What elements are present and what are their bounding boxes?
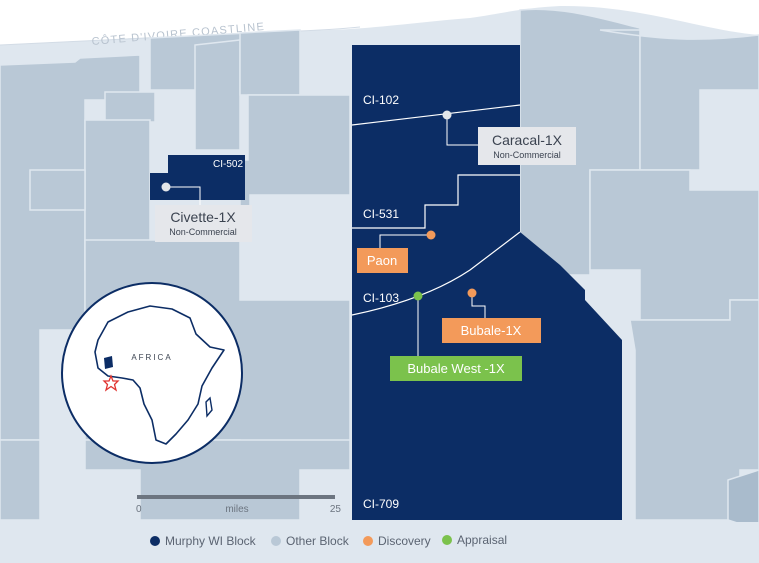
madagascar: [205, 396, 213, 418]
other-block: [599, 29, 759, 171]
scale-start: 0: [136, 504, 142, 515]
other-block: [194, 39, 241, 151]
location-star-icon: [102, 374, 120, 392]
legend-label: Murphy WI Block: [165, 534, 257, 548]
well-name-caracal: Caracal-1X: [492, 132, 563, 148]
legend: Murphy WI Block Other Block Discovery Ap…: [0, 522, 759, 558]
well-tag-box: [357, 248, 408, 273]
other-block: [29, 169, 86, 211]
legend-label: Appraisal: [457, 533, 507, 547]
well-name-civette: Civette-1X: [170, 209, 236, 225]
boundary-ci531: [352, 174, 520, 229]
leader-line: [379, 234, 431, 248]
africa-continent: [94, 305, 225, 445]
block-label-ci103: CI-103: [363, 291, 399, 305]
legend-swatch: [363, 536, 373, 546]
other-block: [727, 469, 759, 531]
scale-end: 25: [330, 504, 342, 515]
africa-inset: AFRICA: [61, 282, 243, 464]
block-label-ci502: CI-502: [213, 159, 243, 170]
legend-label: Discovery: [378, 534, 431, 548]
legend-swatch: [271, 536, 281, 546]
legend-label: Other Block: [286, 534, 350, 548]
other-block: [0, 439, 41, 521]
legend-item-other: Other Block: [271, 534, 350, 548]
legend-item-discovery: Discovery: [363, 534, 431, 548]
appraisal-marker: [413, 291, 423, 301]
block-label-ci102: CI-102: [363, 93, 399, 107]
well-civette[interactable]: Civette-1X Non-Commercial: [155, 182, 252, 243]
well-marker: [161, 182, 171, 192]
inset-label: AFRICA: [131, 353, 172, 362]
well-bubale[interactable]: Bubale-1X: [442, 288, 541, 344]
other-block: [629, 299, 759, 521]
leader-line: [166, 186, 201, 208]
murphy-block-main: [352, 45, 622, 520]
well-name-bubale-west: Bubale West -1X: [407, 361, 505, 376]
legend-swatch: [150, 536, 160, 546]
block-label-ci709: CI-709: [363, 497, 399, 511]
leader-line: [471, 293, 486, 318]
legend-swatch: [442, 535, 452, 545]
well-name-bubale: Bubale-1X: [461, 323, 522, 338]
well-callout-box: [155, 205, 252, 242]
well-caracal[interactable]: Caracal-1X Non-Commercial: [442, 110, 577, 166]
well-status-civette: Non-Commercial: [169, 227, 237, 237]
legend-item-murphy: Murphy WI Block: [150, 534, 257, 548]
scale-unit: miles: [225, 504, 248, 515]
land-coast: [0, 0, 759, 45]
legend-background: [0, 522, 759, 558]
discovery-marker: [467, 288, 477, 298]
other-block: [239, 29, 301, 96]
block-boundaries: [351, 104, 521, 316]
legend-item-appraisal: Appraisal: [442, 533, 507, 547]
boundary-ci102: [351, 104, 521, 126]
murphy-blocks: [150, 45, 622, 520]
scale-bar: 0 miles 25: [136, 495, 341, 515]
well-status-caracal: Non-Commercial: [493, 150, 561, 160]
well-tag-box: [390, 356, 522, 381]
murphy-block-ci502: [150, 155, 245, 200]
block-label-ci531: CI-531: [363, 207, 399, 221]
boundary-ci103: [351, 231, 521, 316]
other-block: [104, 91, 156, 123]
well-marker: [442, 110, 452, 120]
well-tag-box: [442, 318, 541, 343]
well-paon[interactable]: Paon: [357, 230, 436, 274]
well-callout-box: [478, 127, 576, 165]
well-bubale-west[interactable]: Bubale West -1X: [390, 291, 522, 382]
discovery-marker: [426, 230, 436, 240]
scale-bar-line: [137, 495, 335, 499]
leader-line: [446, 115, 478, 146]
well-name-paon: Paon: [367, 253, 397, 268]
country-highlight: [104, 356, 113, 369]
